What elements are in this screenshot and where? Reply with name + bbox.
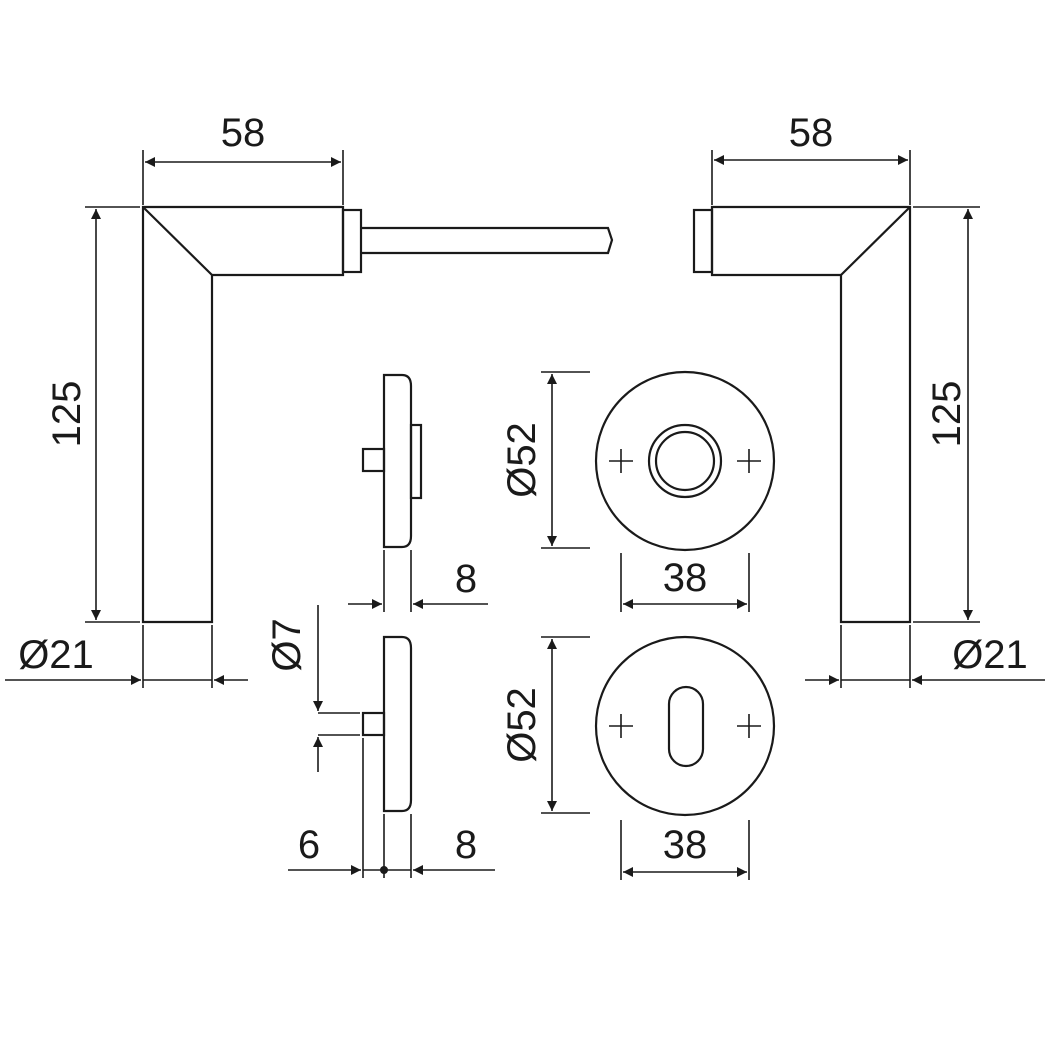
escutcheon-spacing-label: 38 xyxy=(663,823,708,867)
left-height-label: 125 xyxy=(45,381,89,448)
escutcheon-pin-label: Ø7 xyxy=(265,618,309,671)
left-width-dimension: 58 xyxy=(142,111,344,205)
left-lever-handle xyxy=(141,205,614,624)
rose-front-view xyxy=(594,370,776,552)
right-width-dimension: 58 xyxy=(711,111,911,205)
right-lever-handle xyxy=(692,205,912,624)
rose-side-view xyxy=(361,373,423,549)
rose-left-screw-icon xyxy=(609,449,633,473)
right-diameter-dimension: Ø21 xyxy=(805,625,1045,688)
escutcheon-thickness-label: 8 xyxy=(455,823,477,867)
left-diameter-dimension: Ø21 xyxy=(5,625,248,688)
right-diameter-label: Ø21 xyxy=(952,633,1028,677)
escutcheon-diameter-label: Ø52 xyxy=(500,687,544,763)
rose-right-screw-icon xyxy=(737,449,761,473)
rose-thickness-dimension: 8 xyxy=(348,550,488,612)
escutcheon-diameter-dimension: Ø52 xyxy=(500,636,590,814)
rose-thickness-label: 8 xyxy=(455,557,477,601)
escutcheon-pin-dimension: Ø7 xyxy=(265,605,360,772)
rose-spacing-dimension: 38 xyxy=(620,553,750,612)
keyhole-icon xyxy=(667,685,705,768)
escutcheon-thickness-dimension: 6 8 xyxy=(288,738,495,878)
escutcheon-spacing-dimension: 38 xyxy=(620,820,750,880)
rose-diameter-dimension: Ø52 xyxy=(500,371,590,549)
escutcheon-side-view xyxy=(361,635,413,813)
right-width-label: 58 xyxy=(789,111,834,155)
left-height-dimension: 125 xyxy=(45,206,140,623)
escutcheon-right-screw-icon xyxy=(737,714,761,738)
left-width-label: 58 xyxy=(221,111,266,155)
escutcheon-spindle-label: 6 xyxy=(298,823,320,867)
left-diameter-label: Ø21 xyxy=(18,633,94,677)
rose-spacing-label: 38 xyxy=(663,556,708,600)
rose-diameter-label: Ø52 xyxy=(500,422,544,498)
right-height-dimension: 125 xyxy=(913,206,980,623)
escutcheon-left-screw-icon xyxy=(609,714,633,738)
escutcheon-front-view xyxy=(594,635,776,817)
right-height-label: 125 xyxy=(925,381,969,448)
